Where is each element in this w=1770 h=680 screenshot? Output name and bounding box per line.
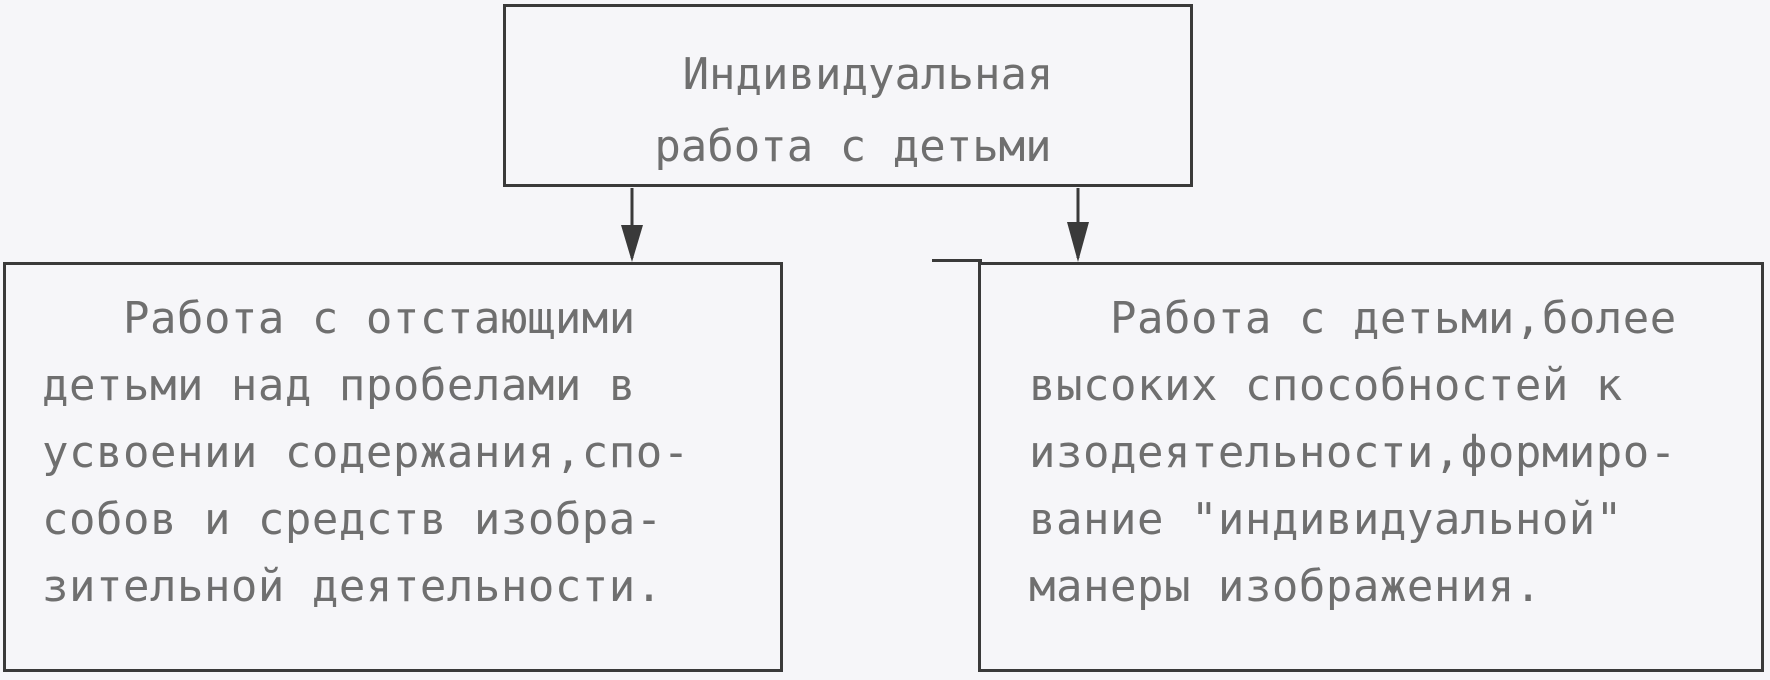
right-arrow-head <box>1067 222 1089 262</box>
stray-line <box>932 259 982 262</box>
right-text-line-5: манеры изображения. <box>1029 561 1542 612</box>
right-text-line-2: высоких способностей к <box>1029 360 1623 411</box>
left-child-node-text: Работа с отстающими детьми над пробелами … <box>42 285 760 620</box>
right-text-line-4: вание "индивидуальной" <box>1029 494 1623 545</box>
left-child-node-box: Работа с отстающими детьми над пробелами … <box>3 262 783 672</box>
left-text-line-3: усвоении содержания,спо- <box>42 427 690 478</box>
root-node-text-line-1: Индивидуальная <box>682 49 1054 100</box>
left-text-line-5: зительной деятельности. <box>42 561 663 612</box>
right-child-node-text: Работа с детьми,более высоких способносте… <box>1029 285 1741 620</box>
root-node-box: Индивидуальная работа с детьми <box>503 4 1193 187</box>
left-arrow-head <box>621 225 643 262</box>
left-text-line-2: детьми над пробелами в <box>42 360 636 411</box>
right-text-line-3: изодеятельности,формиро- <box>1029 427 1677 478</box>
right-text-line-1: Работа с детьми,более <box>1029 293 1677 344</box>
right-child-node-box: Работа с детьми,более высоких способносте… <box>978 262 1764 672</box>
left-text-line-4: собов и средств изобра- <box>42 494 663 545</box>
root-node-text-line-2: работа с детьми <box>654 121 1052 172</box>
left-text-line-1: Работа с отстающими <box>42 293 636 344</box>
